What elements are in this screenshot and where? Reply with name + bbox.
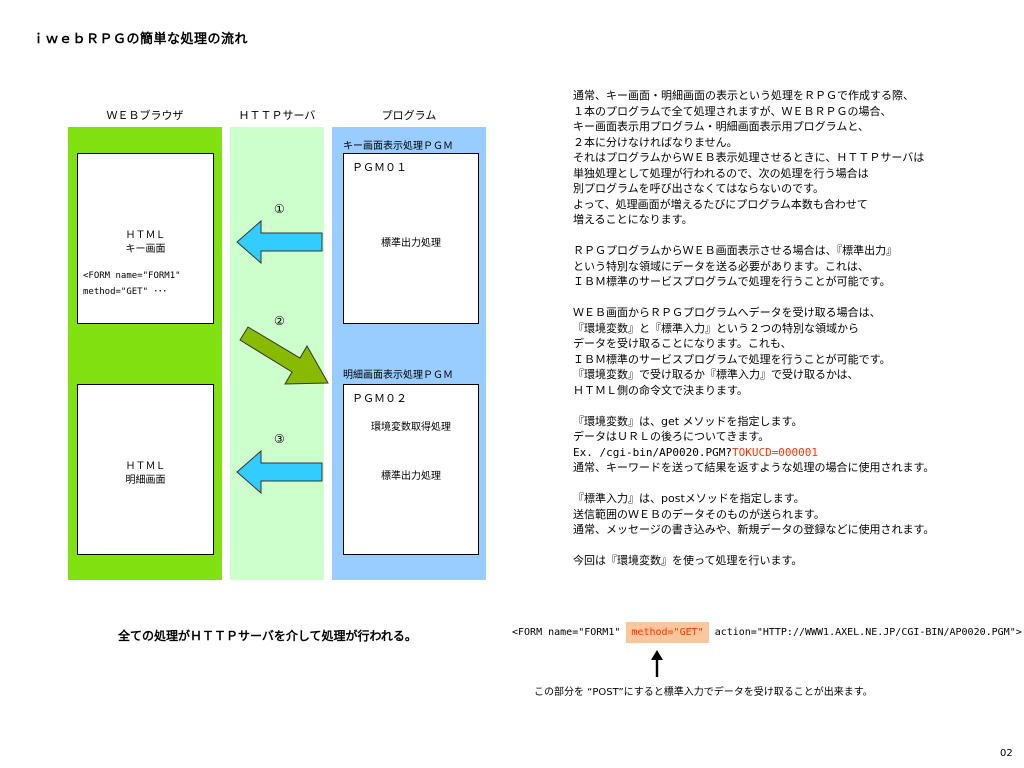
explanation-line: ２本に分けなければなりません。	[573, 135, 738, 149]
pgm02-name: ＰＧＭ０２	[352, 392, 407, 405]
explanation-line: 『標準入力』は、postメソッドを指定します。	[573, 492, 805, 505]
http-server-note: 全ての処理がＨＴＴＰサーバを介して処理が行われる。	[118, 629, 417, 643]
explanation-text: 通常、キー画面・明細画面の表示という処理をＲＰＧで作成する際、 １本のプログラム…	[573, 88, 934, 584]
pgm02-box: ＰＧＭ０２ 環境変数取得処理 標準出力処理	[343, 384, 479, 555]
explanation-line: よって、処理画面が増えるたびにプログラム本数も合わせて	[573, 197, 868, 211]
column-header-program: プログラム	[381, 109, 437, 122]
explanation-line: 『環境変数』で受け取るか『標準入力』で受け取るかは、	[573, 368, 859, 381]
left-arrow-icon	[236, 449, 323, 495]
form-tag-suffix: action="HTTP://WWW1.AXEL.NE.JP/CGI-BIN/A…	[714, 627, 1022, 638]
pgm01-box: ＰＧＭ０１ 標準出力処理	[343, 153, 479, 324]
pgm02-env-var-step: 環境変数取得処理	[371, 422, 451, 433]
html-label: ＨＴＭＬ	[125, 461, 166, 472]
explanation-line: 送信範囲のＷＥＢのデータそのものが送られます。	[573, 507, 825, 521]
explanation-line: 通常、メッセージの書き込みや、新規データの登録などに使用されます。	[573, 523, 935, 536]
explanation-line: それはプログラムからＷＥＢ表示処理させるときに、ＨＴＴＰサーバは	[573, 151, 925, 164]
html-detail-screen-box: ＨＴＭＬ 明細画面	[77, 384, 214, 555]
explanation-line: ＩＢＭ標準のサービスプログラムで処理を行うことが可能です。	[573, 275, 891, 288]
explanation-line: データを受け取ることになります。これも、	[573, 337, 792, 350]
explanation-line: 増えることになります。	[573, 213, 693, 226]
method-highlight: method="GET"	[626, 622, 709, 643]
page-number: 02	[1000, 748, 1013, 759]
explanation-line: １本のプログラムで全て処理されますが、ＷＥＢＲＰＧの場合、	[573, 104, 892, 118]
post-method-caption: この部分を “POST”にすると標準入力でデータを受け取ることが出来ます。	[534, 687, 873, 698]
explanation-line: 通常、キー画面・明細画面の表示という処理をＲＰＧで作成する際、	[573, 89, 914, 102]
form-tag-example: <FORM name="FORM1" method="GET" action="…	[512, 622, 1022, 643]
explanation-line: 通常、キーワードを送って結果を返すような処理の場合に使用されます。	[573, 461, 935, 474]
pgm02-standard-output: 標準出力処理	[381, 471, 441, 482]
step-3-marker: ③	[274, 432, 285, 446]
key-screen-program-label: キー画面表示処理ＰＧＭ	[343, 141, 453, 152]
left-arrow-icon	[236, 219, 323, 265]
column-header-browser: ＷＥＢブラウザ	[106, 109, 184, 122]
up-arrow-icon	[651, 650, 663, 677]
explanation-line: キー画面表示用プログラム・明細画面表示用プログラムと、	[573, 120, 869, 133]
form-tag-line2: method="GET" ･･･	[83, 287, 167, 297]
url-example-param: TOKUCD=000001	[731, 445, 819, 459]
url-example-path: Ex. /cgi-bin/AP0020.PGM?	[573, 445, 732, 459]
explanation-line: 『環境変数』と『標準入力』という２つの特別な領域から	[573, 321, 859, 335]
step-1-marker: ①	[274, 202, 285, 216]
html-key-screen-box: ＨＴＭＬ キー画面 <FORM name="FORM1" method="GET…	[77, 153, 214, 324]
explanation-line: 『環境変数』は、get メソッドを指定します。	[573, 414, 803, 428]
explanation-line: 今回は『環境変数』を使って処理を行います。	[573, 554, 803, 567]
pgm01-standard-output: 標準出力処理	[381, 238, 441, 249]
explanation-line: ＨＴＭＬ側の命令文で決まります。	[573, 383, 748, 397]
column-header-http: ＨＴＴＰサーバ	[238, 109, 316, 122]
explanation-line: データはＵＲＬの後ろについてきます。	[573, 430, 770, 443]
key-screen-label: キー画面	[125, 244, 166, 255]
detail-screen-label: 明細画面	[125, 475, 166, 486]
form-tag-line1: <FORM name="FORM1"	[83, 271, 181, 281]
page-title: ｉｗｅｂＲＰＧの簡単な処理の流れ	[32, 32, 249, 47]
explanation-line: ＷＥＢ画面からＲＰＧプログラムへデータを受け取る場合は、	[573, 306, 881, 319]
form-tag-prefix: <FORM name="FORM1"	[512, 627, 621, 638]
html-label: ＨＴＭＬ	[125, 230, 166, 241]
explanation-line: という特別な領域にデータを送る必要があります。これは、	[573, 259, 869, 273]
url-example: Ex. /cgi-bin/AP0020.PGM?TOKUCD=000001	[573, 445, 934, 461]
explanation-line: ＲＰＧプログラムからＷＥＢ画面表示させる場合は、『標準出力』	[573, 244, 898, 257]
explanation-line: 単独処理として処理が行われるので、次の処理を行う場合は	[573, 166, 869, 180]
step-2-marker: ②	[274, 314, 285, 328]
detail-screen-program-label: 明細画面表示処理ＰＧＭ	[343, 370, 453, 381]
pgm01-name: ＰＧＭ０１	[352, 161, 407, 174]
explanation-line: ＩＢＭ標準のサービスプログラムで処理を行うことが可能です。	[573, 352, 891, 366]
diagonal-arrow-icon	[239, 326, 329, 385]
explanation-line: 別プログラムを呼び出さなくてはならないのです。	[573, 182, 825, 195]
